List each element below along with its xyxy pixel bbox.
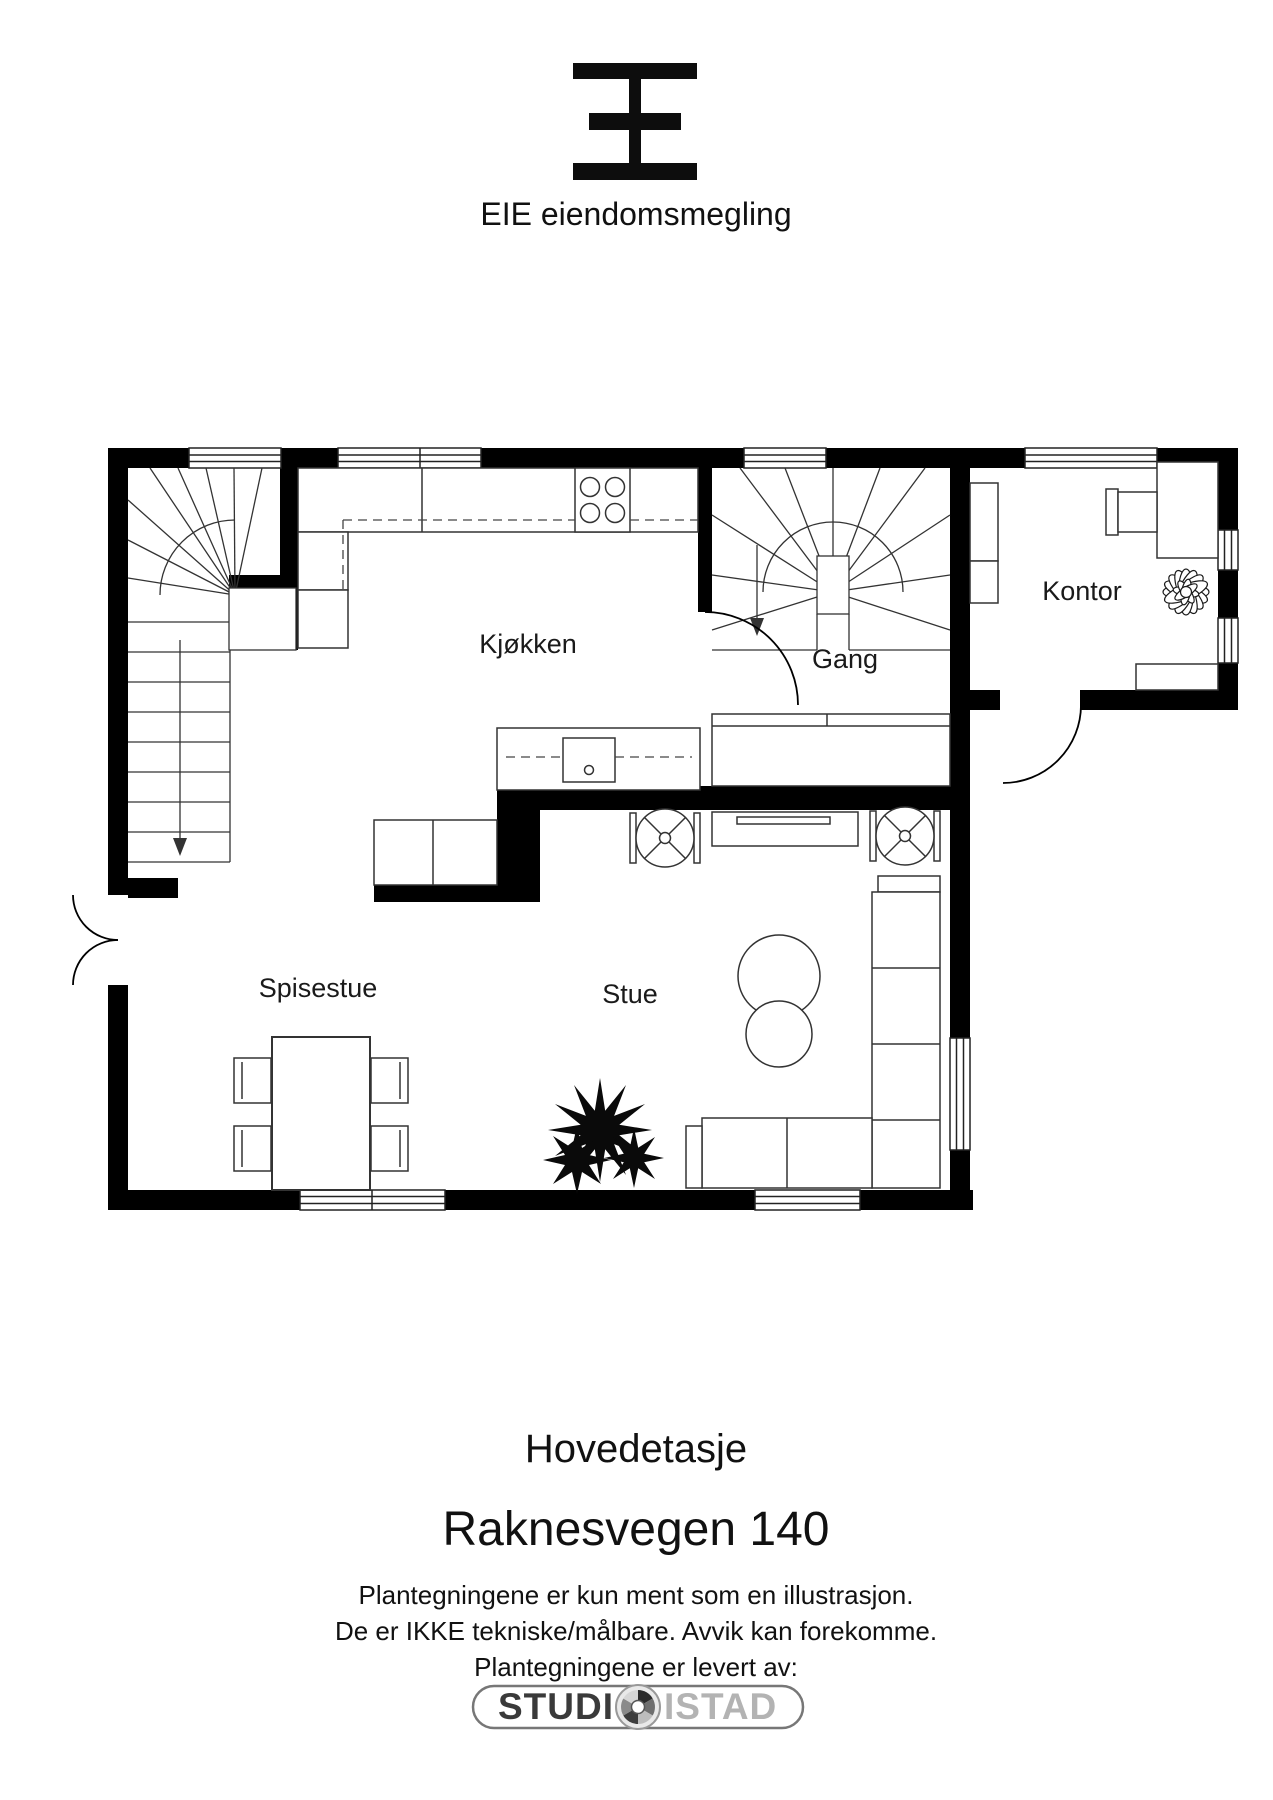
doors xyxy=(72,611,1082,986)
dining-chair xyxy=(370,1057,409,1104)
staircase-main xyxy=(127,467,297,863)
cabinet xyxy=(969,482,999,562)
window xyxy=(299,1189,446,1211)
sink-icon xyxy=(562,737,616,783)
disclaimer-line: De er IKKE tekniske/målbare. Avvik kan f… xyxy=(335,1616,937,1646)
cabinet xyxy=(969,560,999,604)
window xyxy=(337,447,482,469)
aperture-icon xyxy=(615,1684,661,1730)
dining-table xyxy=(271,1036,371,1191)
footer: Hovedetasje Raknesvegen 140 Plantegninge… xyxy=(335,1427,937,1730)
dining-set xyxy=(233,1036,409,1191)
brand-name: EIE eiendomsmegling xyxy=(480,196,791,232)
window xyxy=(188,447,282,469)
dining-chair xyxy=(233,1125,272,1172)
studio-istad-logo: STUDI ISTAD xyxy=(471,1684,805,1730)
provider-name-part1: STUDI xyxy=(498,1686,614,1727)
coffee-table xyxy=(745,1000,813,1068)
window xyxy=(1024,447,1158,469)
sideboard xyxy=(373,819,498,886)
swivel-chair xyxy=(869,806,941,866)
provider-name-part2: ISTAD xyxy=(664,1686,777,1727)
plant-icon xyxy=(1162,568,1210,616)
entrance-door-swing xyxy=(72,894,119,941)
walls xyxy=(108,448,1238,1210)
desk-chair xyxy=(1105,488,1158,536)
window xyxy=(754,1189,861,1211)
stue-furniture xyxy=(543,806,941,1194)
gang-closet xyxy=(711,713,951,787)
disclaimer-line: Plantegningene er kun ment som en illust… xyxy=(359,1580,914,1610)
stair-newel xyxy=(816,555,850,615)
tv-bench xyxy=(711,811,859,847)
window xyxy=(743,447,827,469)
kitchen-gang-door-swing xyxy=(704,611,799,706)
stove-icon xyxy=(574,467,631,533)
desk xyxy=(1156,461,1219,559)
room-labels: Kjøkken Gang Kontor Spisestue Stue xyxy=(259,576,1122,1009)
floor-plan: Kjøkken Gang Kontor Spisestue Stue xyxy=(72,447,1239,1211)
room-label-kontor: Kontor xyxy=(1042,576,1122,606)
floor-title: Hovedetasje xyxy=(525,1427,747,1471)
address: Raknesvegen 140 xyxy=(443,1503,830,1556)
room-label-stue: Stue xyxy=(602,979,658,1009)
dining-chair xyxy=(233,1057,272,1104)
tall-cabinet xyxy=(297,531,349,591)
eie-logo-icon xyxy=(573,63,697,180)
window xyxy=(1217,529,1239,571)
swivel-chair xyxy=(629,808,701,868)
room-label-spisestue: Spisestue xyxy=(259,973,378,1003)
entrance-door-swing xyxy=(72,939,119,986)
shelf xyxy=(1135,663,1219,691)
kontor-exit-door-swing xyxy=(1002,704,1082,784)
kitchen-counter xyxy=(297,467,699,533)
tall-cabinet xyxy=(297,589,349,649)
room-label-kjokken: Kjøkken xyxy=(479,629,577,659)
window xyxy=(949,1037,971,1151)
stair-landing xyxy=(228,587,297,651)
sofa xyxy=(685,875,941,1189)
dining-chair xyxy=(370,1125,409,1172)
windows xyxy=(188,447,1239,1211)
staircase-gang xyxy=(711,467,951,651)
window xyxy=(1217,617,1239,664)
kontor-furniture xyxy=(969,461,1219,691)
kitchen-fixtures xyxy=(297,467,701,886)
disclaimer-line: Plantegningene er levert av: xyxy=(474,1652,798,1682)
overhead-cabinet-lines xyxy=(342,519,698,758)
room-label-gang: Gang xyxy=(812,644,878,674)
fern-plant-icon xyxy=(543,1078,664,1194)
